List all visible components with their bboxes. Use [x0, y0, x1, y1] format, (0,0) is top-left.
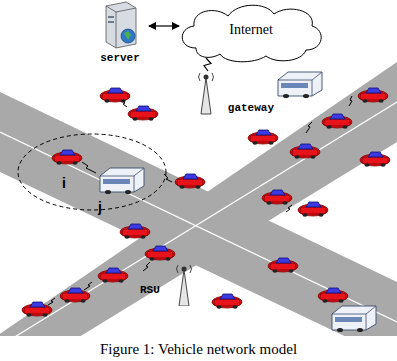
link-connector: [204, 58, 211, 71]
link-connector: [149, 25, 179, 26]
vehicle-label: j: [98, 200, 102, 214]
figure-caption: Figure 1: Vehicle network model: [97, 340, 300, 358]
node-label: gateway: [228, 102, 274, 114]
rsu-tower: RSU: [140, 262, 198, 306]
internet-cloud: Internet: [176, 2, 326, 64]
gateway-tower: gateway: [196, 70, 276, 118]
vehicle-label: i: [62, 176, 66, 190]
node-label: server: [100, 52, 140, 64]
node-label: RSU: [140, 284, 160, 296]
node-label: Internet: [229, 22, 273, 38]
server-icon: server: [92, 0, 148, 64]
